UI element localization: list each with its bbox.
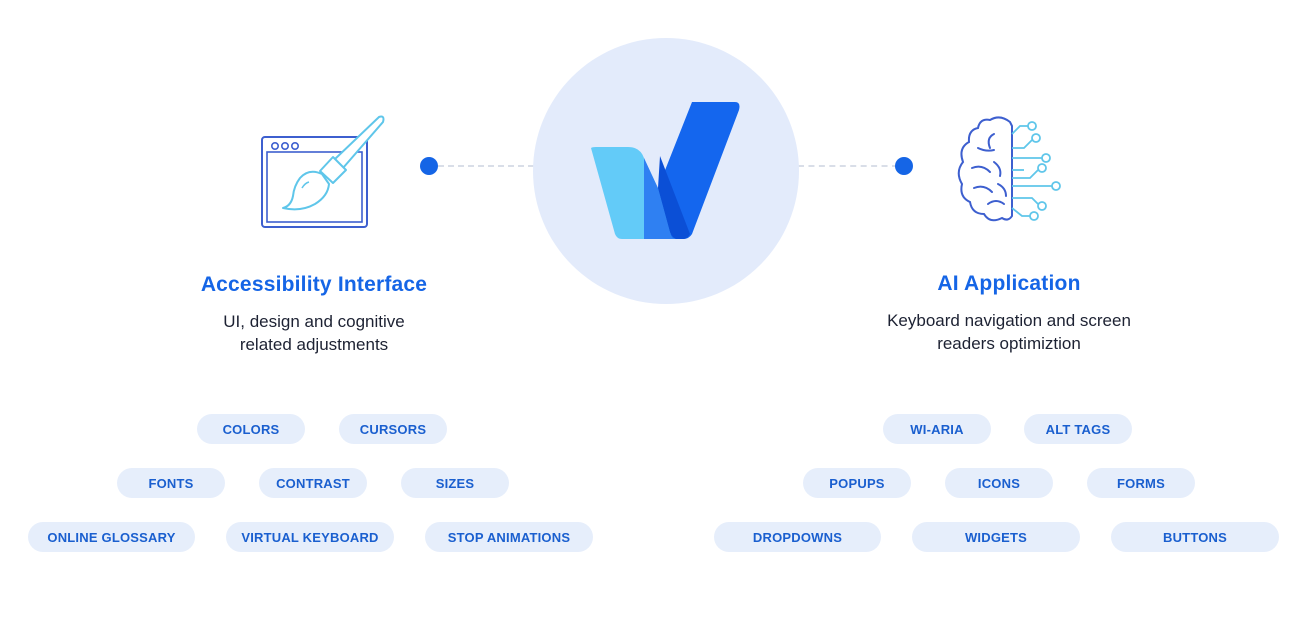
- right-connector-line: [798, 165, 898, 167]
- pill-fonts[interactable]: FONTS: [117, 468, 225, 498]
- left-connector-line: [438, 165, 534, 167]
- right-description-line1: Keyboard navigation and screen: [887, 311, 1131, 330]
- pill-widgets[interactable]: WIDGETS: [912, 522, 1080, 552]
- pill-buttons[interactable]: BUTTONS: [1111, 522, 1279, 552]
- pill-wi-aria[interactable]: WI-ARIA: [883, 414, 991, 444]
- pill-stop-animations[interactable]: STOP ANIMATIONS: [425, 522, 593, 552]
- right-description: Keyboard navigation and screen readers o…: [809, 309, 1209, 355]
- pill-online-glossary[interactable]: ONLINE GLOSSARY: [28, 522, 195, 552]
- right-connector-dot: [895, 157, 913, 175]
- paintbrush-window-icon: [261, 115, 385, 228]
- pill-icons[interactable]: ICONS: [945, 468, 1053, 498]
- pill-forms[interactable]: FORMS: [1087, 468, 1195, 498]
- left-connector-dot: [420, 157, 438, 175]
- pill-colors[interactable]: COLORS: [197, 414, 305, 444]
- left-description-line1: UI, design and cognitive: [223, 312, 405, 331]
- right-description-line2: readers optimiztion: [937, 334, 1081, 353]
- pill-contrast[interactable]: CONTRAST: [259, 468, 367, 498]
- pill-cursors[interactable]: CURSORS: [339, 414, 447, 444]
- pill-popups[interactable]: POPUPS: [803, 468, 911, 498]
- checkmark-logo-icon: [591, 102, 740, 239]
- pill-sizes[interactable]: SIZES: [401, 468, 509, 498]
- left-description-line2: related adjustments: [239, 335, 389, 354]
- brain-circuit-icon: [957, 116, 1061, 222]
- pill-dropdowns[interactable]: DROPDOWNS: [714, 522, 881, 552]
- left-title: Accessibility Interface: [200, 273, 428, 296]
- pill-alt-tags[interactable]: ALT TAGS: [1024, 414, 1132, 444]
- left-description: UI, design and cognitive related adjustm…: [114, 310, 514, 356]
- pill-virtual-keyboard[interactable]: VIRTUAL KEYBOARD: [226, 522, 394, 552]
- right-title: AI Application: [937, 272, 1081, 295]
